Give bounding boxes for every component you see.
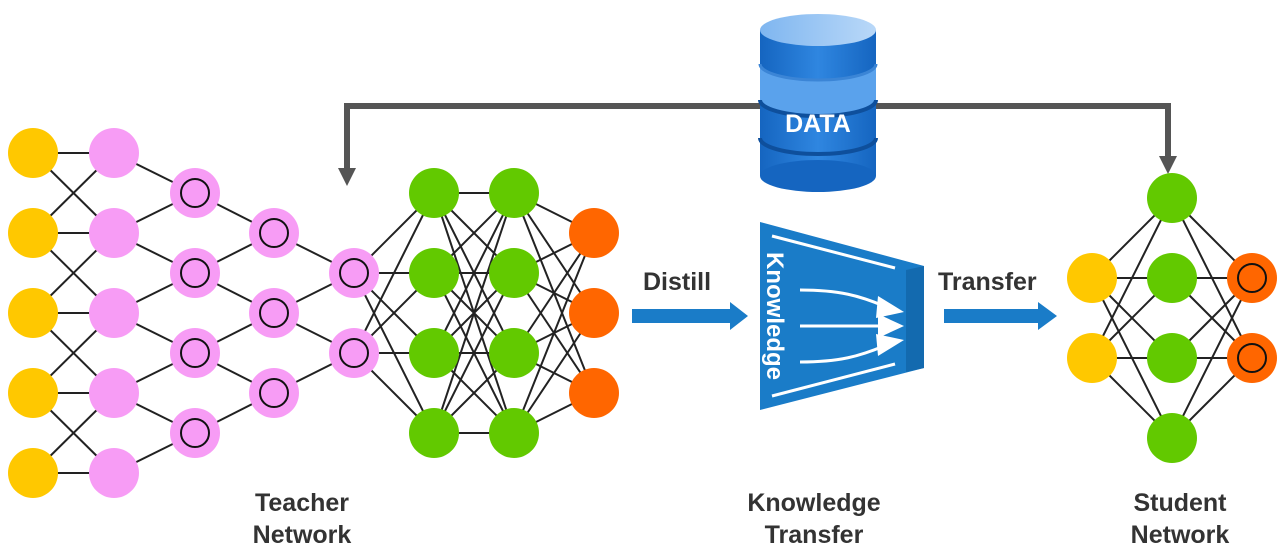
teacher-output-node <box>569 208 619 258</box>
teacher-green-2-node <box>489 408 539 458</box>
database-icon <box>758 14 878 192</box>
connection-line <box>1171 277 1253 439</box>
teacher-green-1-node <box>409 328 459 378</box>
data-to-student-line <box>876 103 1171 160</box>
teacher-pink-2-node <box>170 328 220 378</box>
connection-line <box>433 192 515 434</box>
teacher-pink-2-node <box>170 408 220 458</box>
teacher-pink-3-node <box>249 368 299 418</box>
teacher-pink-2-node-ring <box>180 258 210 288</box>
student-network-label: Student Network <box>1100 487 1260 551</box>
teacher-pink-2-node-ring <box>180 178 210 208</box>
teacher-pink-2-node <box>170 248 220 298</box>
teacher-pink-2-node-ring <box>180 338 210 368</box>
connection-line <box>353 192 435 354</box>
teacher-pink-3-node <box>249 208 299 258</box>
teacher-input-node <box>8 128 58 178</box>
knowledge-funnel-icon <box>760 222 924 410</box>
student-output-node <box>1227 253 1277 303</box>
data-to-teacher-line <box>344 103 760 172</box>
distill-label: Distill <box>643 268 712 296</box>
transfer-label: Transfer <box>938 268 1037 296</box>
teacher-pink-4-node-ring <box>339 338 369 368</box>
connection-line <box>433 272 515 434</box>
student-label-line2: Network <box>1130 521 1230 549</box>
teacher-pink-3-node-ring <box>259 378 289 408</box>
teacher-pink-3-node <box>249 288 299 338</box>
teacher-pink-4-node <box>329 328 379 378</box>
teacher-pink-1-node <box>89 288 139 338</box>
connection-line <box>433 192 515 354</box>
teacher-input-node <box>8 368 58 418</box>
data-feed-arrows <box>338 103 1177 186</box>
student-output-node <box>1227 333 1277 383</box>
knowledge-transfer-label: Knowledge Transfer <box>724 487 904 551</box>
teacher-pink-2-node-ring <box>180 418 210 448</box>
student-input-node <box>1067 253 1117 303</box>
teacher-pink-4-node <box>329 248 379 298</box>
teacher-network-label: Teacher Network <box>222 487 382 551</box>
teacher-pink-1-node <box>89 368 139 418</box>
student-hidden-node <box>1147 413 1197 463</box>
transfer-arrow <box>944 302 1057 330</box>
student-hidden-node <box>1147 333 1197 383</box>
network-nodes <box>8 128 1277 498</box>
teacher-label-line2: Network <box>252 521 352 549</box>
data-to-student-arrowhead <box>1159 156 1177 174</box>
teacher-green-1-node <box>409 248 459 298</box>
teacher-pink-3-node-ring <box>259 218 289 248</box>
distill-arrow <box>632 302 748 330</box>
kt-label-line2: Transfer <box>764 521 864 549</box>
data-to-teacher-arrowhead <box>338 168 356 186</box>
teacher-green-2-node <box>489 328 539 378</box>
teacher-label-line1: Teacher <box>254 489 350 517</box>
knowledge-funnel-label: Knowledge <box>761 252 788 380</box>
student-hidden-node <box>1147 253 1197 303</box>
teacher-green-2-node <box>489 168 539 218</box>
student-output-node-ring <box>1237 343 1267 373</box>
student-label-line1: Student <box>1133 489 1227 517</box>
student-output-node-ring <box>1237 263 1267 293</box>
teacher-output-node <box>569 288 619 338</box>
kt-label-line1: Knowledge <box>747 489 881 517</box>
teacher-pink-2-node <box>170 168 220 218</box>
teacher-input-node <box>8 448 58 498</box>
teacher-output-node <box>569 368 619 418</box>
teacher-pink-1-node <box>89 208 139 258</box>
student-input-node <box>1067 333 1117 383</box>
connection-line <box>513 232 595 434</box>
teacher-green-2-node <box>489 248 539 298</box>
teacher-pink-1-node <box>89 128 139 178</box>
data-label: DATA <box>785 110 851 138</box>
student-hidden-node <box>1147 173 1197 223</box>
teacher-input-node <box>8 288 58 338</box>
connection-line <box>1091 197 1173 359</box>
teacher-green-1-node <box>409 408 459 458</box>
teacher-pink-1-node <box>89 448 139 498</box>
teacher-input-node <box>8 208 58 258</box>
teacher-pink-3-node-ring <box>259 298 289 328</box>
teacher-green-1-node <box>409 168 459 218</box>
teacher-pink-4-node-ring <box>339 258 369 288</box>
